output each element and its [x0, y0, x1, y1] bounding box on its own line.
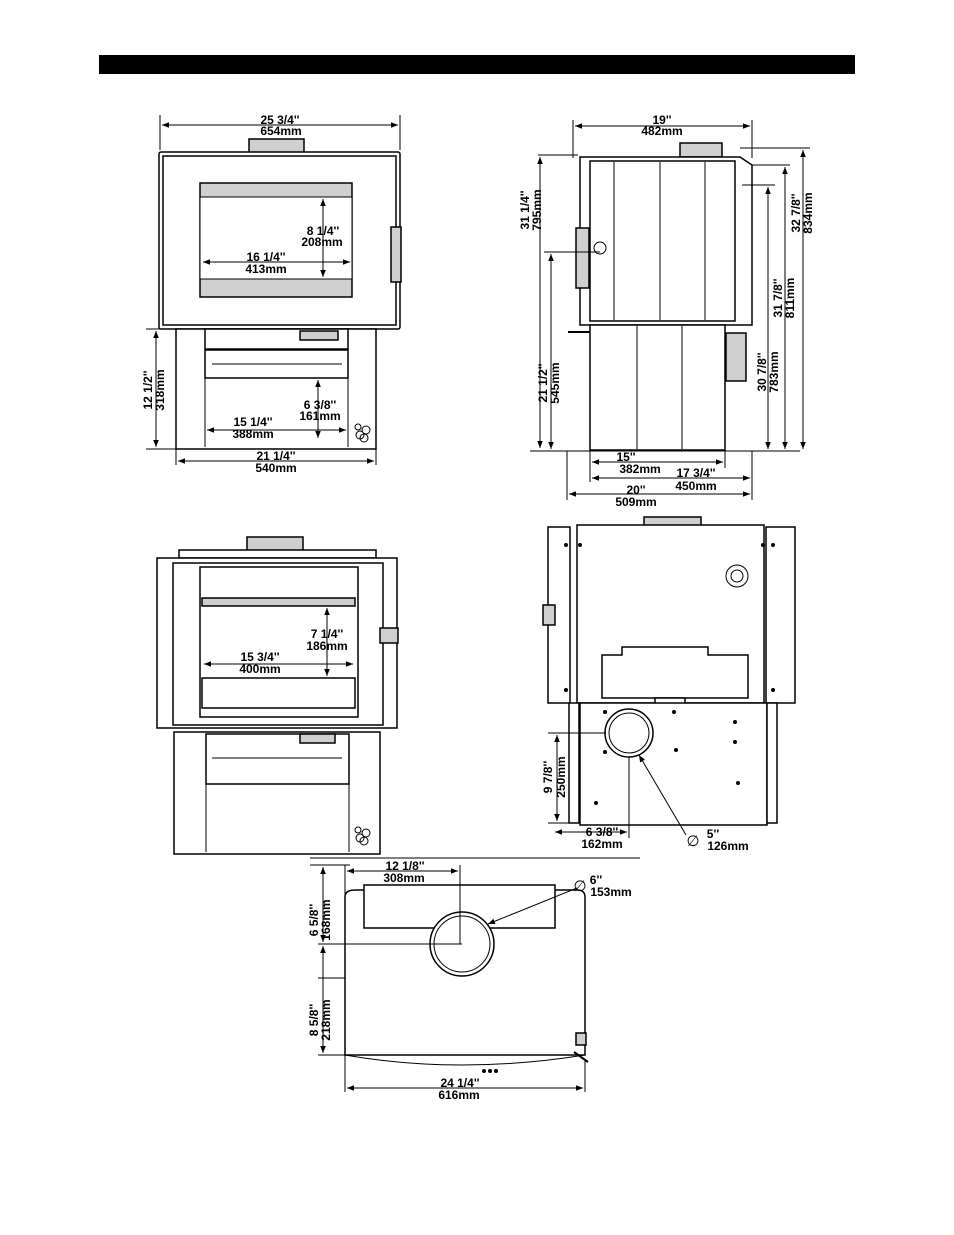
top-diameter-mm: 153mm: [590, 885, 631, 899]
side-h3-mm: 811mm: [783, 278, 797, 319]
rear-width-mm: 162mm: [581, 837, 622, 851]
diameter-symbol: ∅: [686, 833, 699, 850]
side-h5-in: 21 1/2'': [536, 363, 550, 402]
open-front-view: 7 1/4'' 186mm 15 3/4'' 400mm: [156, 536, 399, 855]
side-h4-in: 30 7/8'': [755, 352, 769, 391]
pedestal-height-mm: 318mm: [153, 369, 167, 410]
rear-diameter-mm: 126mm: [707, 839, 748, 853]
ash-height-in: 6 3/8'': [304, 398, 337, 412]
rear-width-in: 6 3/8'': [586, 825, 619, 839]
open-width-in: 15 3/4'': [240, 650, 279, 664]
rear-height-mm: 250mm: [554, 756, 568, 797]
side-d3-mm: 509mm: [615, 495, 656, 509]
pedestal-height-in: 12 1/2'': [141, 370, 155, 409]
top-w1-in: 12 1/8'': [385, 859, 424, 873]
side-depth-mm: 482mm: [641, 124, 682, 138]
side-h2-in: 32 7/8'': [789, 193, 803, 232]
side-h1-mm: 795mm: [530, 189, 544, 230]
pedestal-width-in: 21 1/4'': [256, 449, 295, 463]
top-view: 12 1/8'' 308mm ∅ 6'' 153mm 6 5/8'' 168mm…: [307, 857, 640, 1102]
top-h1-in: 6 5/8'': [307, 904, 321, 937]
side-h2-mm: 834mm: [801, 192, 815, 233]
top-w1-mm: 308mm: [383, 871, 424, 885]
glass-height-mm: 208mm: [301, 235, 342, 249]
side-d1-mm: 382mm: [619, 462, 660, 476]
glass-width-mm: 413mm: [245, 262, 286, 276]
side-d1-in: 15'': [616, 450, 635, 464]
open-height-in: 7 1/4'': [311, 627, 344, 641]
front-width-mm: 654mm: [260, 124, 301, 138]
side-h5-mm: 545mm: [548, 362, 562, 403]
side-h1-in: 31 1/4'': [518, 190, 532, 229]
front-view: 25 3/4'' 654mm 8 1/4'' 208mm 16 1/4'' 41…: [141, 113, 402, 475]
glass-height-in: 8 1/4'': [307, 224, 340, 238]
ash-width-in: 15 1/4'': [233, 415, 272, 429]
side-h3-in: 31 7/8'': [771, 278, 785, 317]
side-d3-in: 20'': [626, 483, 645, 497]
side-depth-in: 19'': [652, 113, 671, 127]
side-d2-mm: 450mm: [675, 479, 716, 493]
top-w2-mm: 616mm: [438, 1088, 479, 1102]
pedestal-width-mm: 540mm: [255, 461, 296, 475]
ash-width-mm: 388mm: [232, 427, 273, 441]
top-h1-mm: 168mm: [319, 899, 333, 940]
diameter-symbol: ∅: [573, 878, 586, 895]
open-height-mm: 186mm: [306, 639, 347, 653]
top-h2-mm: 218mm: [319, 999, 333, 1040]
logo-icon: [354, 423, 371, 443]
header-bar: [99, 55, 855, 74]
logo-icon: [354, 826, 371, 846]
front-width-in: 25 3/4'': [260, 113, 299, 127]
rear-view: 9 7/8'' 250mm 6 3/8'' 162mm ∅ 5'' 126mm: [541, 516, 796, 853]
open-width-mm: 400mm: [239, 662, 280, 676]
glass-width-in: 16 1/4'': [246, 250, 285, 264]
rear-height-in: 9 7/8'': [541, 761, 555, 794]
top-h2-in: 8 5/8'': [307, 1004, 321, 1037]
side-h4-mm: 783mm: [767, 351, 781, 392]
side-d2-in: 17 3/4'': [676, 466, 715, 480]
top-diameter-in: 6'': [590, 873, 603, 887]
rear-diameter-in: 5'': [707, 827, 720, 841]
top-w2-in: 24 1/4'': [440, 1076, 479, 1090]
ash-height-mm: 161mm: [299, 409, 340, 423]
side-view: 19'' 482mm 31 1/4'' 795mm 32 7/8'' 834mm…: [518, 113, 815, 509]
